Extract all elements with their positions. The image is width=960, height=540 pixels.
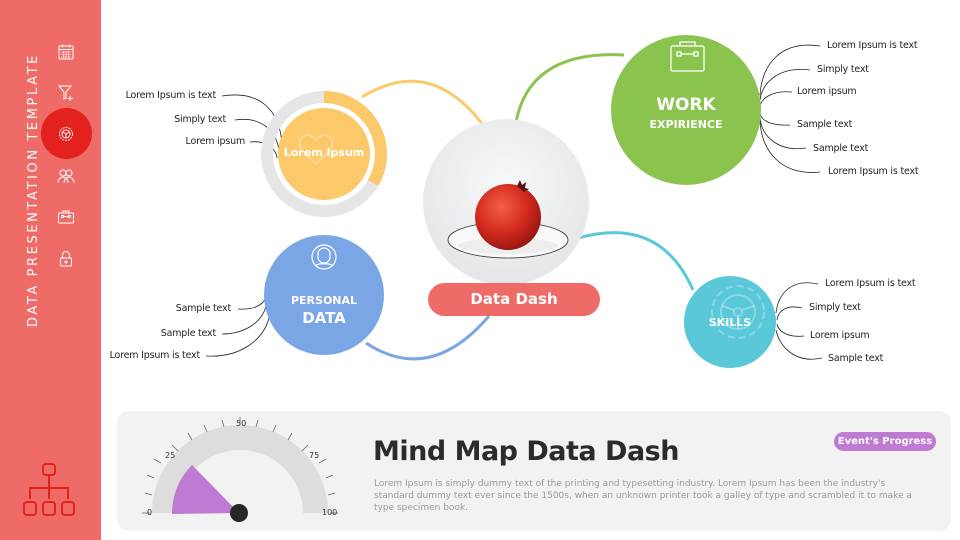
- lorem-branch-1: Lorem Ipsum is text: [125, 90, 217, 101]
- briefcase-icon[interactable]: [56, 207, 76, 227]
- center-data-dash-button[interactable]: Data Dash: [428, 283, 600, 316]
- gauge-tick-0: 0: [147, 508, 153, 517]
- funnel-add-icon[interactable]: [56, 83, 76, 103]
- personal-branch-1: Sample text: [175, 303, 231, 314]
- work-node-label-top[interactable]: WORK: [656, 95, 716, 115]
- users-icon[interactable]: [56, 166, 76, 186]
- gauge-tick-50: 50: [236, 419, 247, 428]
- gauge-tick-75: 75: [309, 451, 320, 460]
- settings-icon[interactable]: [56, 124, 76, 144]
- skills-branch-1: Lorem Ipsum is text: [825, 278, 916, 289]
- skills-branch-3: Lorem ipsum: [810, 330, 870, 341]
- personal-branch-2: Sample text: [160, 328, 216, 339]
- work-branch-2: Simply text: [817, 64, 869, 75]
- sidebar: DATA PRESENTATION TEMPLATE: [0, 0, 101, 540]
- lorem-node-circle: [278, 108, 370, 200]
- skills-node-label[interactable]: SKILLS: [708, 316, 752, 329]
- personal-node-label-bottom[interactable]: DATA: [302, 309, 346, 327]
- events-progress-badge[interactable]: Event's Progress: [834, 432, 936, 451]
- lorem-branch-2: Simply text: [174, 114, 226, 125]
- work-node-label-bottom[interactable]: EXPIRIENCE: [649, 118, 723, 131]
- center-image: [423, 119, 589, 285]
- work-branch-5: Sample text: [813, 143, 869, 154]
- personal-branch-3: Lorem Ipsum is text: [109, 350, 201, 361]
- work-branch-4: Sample text: [797, 119, 853, 130]
- personal-node-label-top[interactable]: PERSONAL: [290, 294, 358, 307]
- gauge-tick-25: 25: [165, 451, 176, 460]
- skills-branch-4: Sample text: [828, 353, 884, 364]
- lorem-node-label[interactable]: Lorem Ipsum: [283, 146, 365, 159]
- org-chart-icon: [20, 462, 78, 520]
- lock-icon[interactable]: [56, 249, 76, 269]
- gauge-tick-100: 100: [322, 508, 338, 517]
- work-branch-3: Lorem ipsum: [797, 86, 857, 97]
- work-branch-6: Lorem Ipsum is text: [828, 166, 919, 177]
- lorem-branch-3: Lorem ipsum: [185, 136, 246, 147]
- mind-map-connectors: [205, 35, 823, 368]
- skills-branch-2: Simply text: [809, 302, 861, 313]
- progress-gauge: [142, 417, 338, 522]
- panel-description: Lorem Ipsum is simply dummy text of the …: [374, 479, 912, 513]
- panel-title: Mind Map Data Dash: [373, 436, 679, 467]
- calendar-icon[interactable]: [56, 42, 76, 62]
- work-branch-1: Lorem Ipsum is text: [827, 40, 918, 51]
